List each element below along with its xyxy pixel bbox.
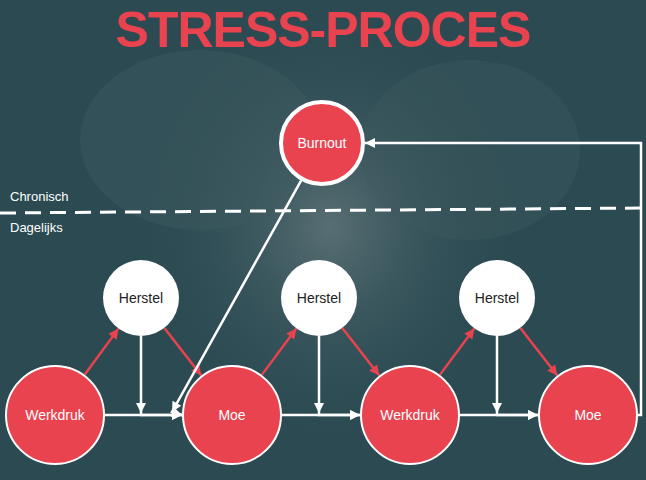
recovery-arrow bbox=[85, 329, 119, 375]
node-label: Herstel bbox=[119, 290, 163, 306]
arrowhead bbox=[365, 138, 375, 148]
connector-line bbox=[319, 336, 360, 415]
connector-line bbox=[141, 336, 182, 415]
connector-line bbox=[520, 328, 557, 376]
recovery-arrow bbox=[262, 328, 296, 374]
connector-line bbox=[342, 328, 379, 376]
node-label: Moe bbox=[218, 407, 245, 423]
circle-shape bbox=[281, 102, 363, 184]
arrowhead bbox=[528, 410, 538, 420]
recovery-arrow bbox=[440, 328, 474, 374]
circle-shape bbox=[459, 260, 535, 336]
stress-circle: Moe bbox=[182, 365, 282, 465]
circle-shape bbox=[103, 260, 179, 336]
arrowhead bbox=[136, 403, 146, 413]
recovery-arrow bbox=[342, 328, 379, 376]
divider-line bbox=[0, 208, 646, 213]
arrowhead bbox=[528, 410, 538, 420]
arrowhead bbox=[314, 403, 324, 413]
title: STRESS-PROCES bbox=[0, 2, 646, 58]
arrowhead bbox=[350, 410, 360, 420]
level-label: Chronisch bbox=[10, 189, 69, 204]
node-label: Werkdruk bbox=[380, 407, 440, 423]
level-label: Dagelijks bbox=[10, 220, 63, 235]
flow-arrow bbox=[492, 336, 538, 420]
circle-shape bbox=[6, 366, 104, 464]
circle-shape bbox=[281, 260, 357, 336]
connector-line bbox=[497, 336, 538, 415]
arrowhead bbox=[172, 401, 181, 412]
node-label: Herstel bbox=[475, 290, 519, 306]
arrowhead bbox=[109, 329, 119, 340]
stress-circle: Werkdruk bbox=[360, 365, 460, 465]
node-label: Burnout bbox=[297, 135, 346, 151]
circle-shape bbox=[183, 366, 281, 464]
circle-shape bbox=[361, 366, 459, 464]
connector-line bbox=[262, 328, 296, 374]
arrowhead bbox=[286, 328, 296, 339]
arrowhead bbox=[492, 403, 502, 413]
arrowhead bbox=[350, 410, 360, 420]
recovery-circle: Herstel bbox=[281, 260, 357, 336]
node-label: Moe bbox=[574, 407, 601, 423]
arrowhead bbox=[369, 365, 379, 376]
node-label: Herstel bbox=[297, 290, 341, 306]
stress-circle: Moe bbox=[538, 365, 638, 465]
connector-line bbox=[440, 328, 474, 374]
recovery-circle: Herstel bbox=[459, 260, 535, 336]
arrowhead bbox=[547, 365, 557, 376]
recovery-arrow bbox=[520, 328, 557, 376]
flow-arrow bbox=[314, 336, 360, 420]
flow-arrow bbox=[136, 336, 182, 420]
stress-circle: Werkdruk bbox=[5, 365, 105, 465]
recovery-circle: Herstel bbox=[103, 260, 179, 336]
burnout-circle: Burnout bbox=[279, 100, 365, 186]
connector-line bbox=[85, 329, 119, 375]
node-label: Werkdruk bbox=[25, 407, 85, 423]
circle-shape bbox=[539, 366, 637, 464]
arrowhead bbox=[464, 328, 474, 339]
